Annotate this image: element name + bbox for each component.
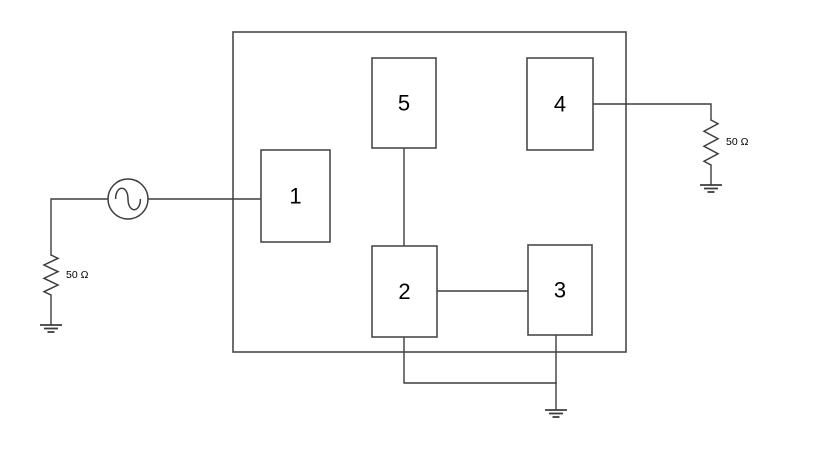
block-3[interactable]: 3 [527,244,593,336]
ac-voltage-source[interactable] [107,178,149,220]
block-3-rect [527,244,593,336]
block-5[interactable]: 5 [371,57,437,149]
block-2-label: 2 [398,279,410,304]
block-1-rect [260,149,331,243]
resistor-zigzag-icon [42,254,60,296]
wires-group [50,103,712,411]
resistor-right-termination[interactable]: 50 Ω [702,119,749,166]
resistor-zigzag-icon [702,119,720,166]
block-2-rect [371,245,438,338]
wire-block4-to-right-resistor [592,103,712,121]
block-5-rect [371,57,437,149]
ground-left [40,324,62,333]
sine-wave-icon [114,187,142,211]
resistor-right-label: 50 Ω [726,136,749,148]
resistor-left-termination[interactable]: 50 Ω [42,254,89,296]
block-4[interactable]: 4 [526,57,594,151]
block-1[interactable]: 1 [260,149,331,243]
block-4-rect [526,57,594,151]
wire-block2-to-bottom-bus [403,336,557,384]
block-2[interactable]: 2 [371,245,438,338]
ground-right [700,184,722,193]
block-4-label: 4 [554,92,566,117]
block-3-label: 3 [554,278,566,303]
resistor-left-label: 50 Ω [66,269,89,281]
block-1-label: 1 [289,184,301,209]
wire-source-to-left-branch [50,198,109,256]
ground-bottom [545,409,567,418]
block-5-label: 5 [398,91,410,116]
system-boundary-rect [232,31,627,353]
